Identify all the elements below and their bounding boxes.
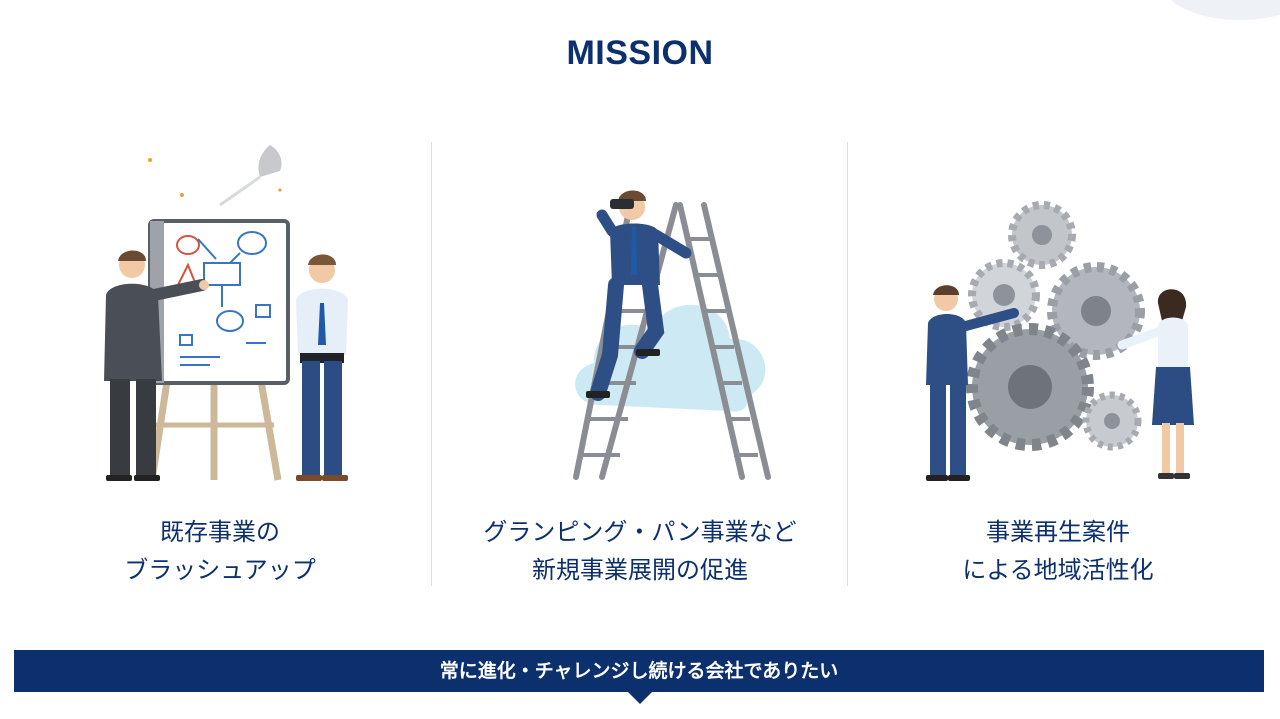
binoculars-icon — [610, 199, 634, 209]
column-divider-2 — [847, 142, 848, 586]
rocket-icon — [148, 145, 282, 207]
gears-teamwork-illustration — [926, 201, 1194, 481]
mission-2-line1: グランピング・パン事業など — [483, 518, 797, 546]
woman-figure — [1117, 289, 1194, 479]
column-divider-1 — [431, 142, 432, 586]
mission-3-line1: 事業再生案件 — [986, 518, 1130, 546]
whiteboard-presentation-illustration — [104, 145, 348, 481]
banner-pointer-icon — [628, 692, 652, 704]
mission-2-line2: 新規事業展開の促進 — [532, 556, 748, 584]
mission-1-line2: ブラッシュアップ — [124, 556, 316, 584]
mission-1-line1: 既存事業の — [160, 518, 280, 546]
mission-caption-2: グランピング・パン事業など 新規事業展開の促進 — [430, 513, 850, 589]
mission-caption-3: 事業再生案件 による地域活性化 — [848, 513, 1268, 589]
motto-banner: 常に進化・チャレンジし続ける会社でありたい — [14, 650, 1264, 692]
ladder-binoculars-illustration — [573, 190, 771, 480]
observer-figure — [296, 254, 348, 481]
gears-icon — [966, 201, 1145, 451]
page-title: MISSION — [566, 34, 714, 72]
binoculars-figure — [586, 190, 692, 401]
mission-card-1: 既存事業の ブラッシュアップ — [10, 135, 430, 595]
mission-3-line2: による地域活性化 — [962, 556, 1154, 584]
corner-decoration — [1160, 0, 1280, 20]
presenter-figure — [104, 250, 209, 481]
mission-card-2: グランピング・パン事業など 新規事業展開の促進 — [430, 135, 850, 595]
mission-card-3: 事業再生案件 による地域活性化 — [848, 135, 1268, 595]
mission-caption-1: 既存事業の ブラッシュアップ — [10, 513, 430, 589]
man-figure — [926, 285, 1019, 481]
